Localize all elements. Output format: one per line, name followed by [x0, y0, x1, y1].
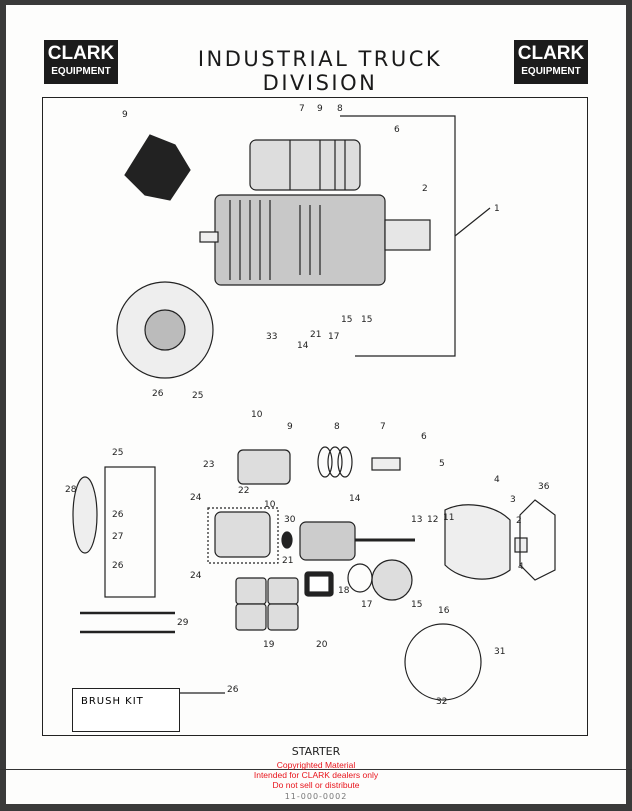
starter-motor-assembled [199, 194, 431, 286]
document-page [6, 5, 626, 804]
drive-housing [444, 504, 511, 580]
diagram-frame [42, 97, 588, 736]
gasket [519, 499, 556, 581]
washer [281, 531, 293, 549]
callout: 21 [310, 330, 322, 340]
through-bolts [80, 611, 175, 634]
callout: 25 [112, 448, 124, 458]
callout: 16 [438, 606, 450, 616]
figure-caption: STARTER [291, 745, 341, 758]
callout: 4 [494, 475, 500, 485]
solenoid-assembled [249, 139, 361, 191]
callout: 10 [251, 410, 263, 420]
callout: 24 [190, 571, 202, 581]
callout: 9 [122, 110, 128, 120]
callout: 12 [427, 515, 439, 525]
assembly-bracket [340, 115, 491, 357]
callout: 8 [337, 104, 343, 114]
callout: 21 [282, 556, 294, 566]
callout: 26 [112, 561, 124, 571]
solenoid [237, 449, 291, 485]
callout: 11 [443, 513, 455, 523]
callout: 2 [422, 184, 428, 194]
callout: 9 [317, 104, 323, 114]
callout: 5 [439, 459, 445, 469]
callout: 9 [287, 422, 293, 432]
callout: 17 [361, 600, 373, 610]
callout: 25 [192, 391, 204, 401]
callout: 36 [538, 482, 550, 492]
callout: 24 [190, 493, 202, 503]
callout: 6 [421, 432, 427, 442]
callout: 27 [112, 532, 124, 542]
callout: 3 [510, 495, 516, 505]
pole-shoes [235, 577, 299, 631]
callout: 14 [349, 494, 361, 504]
callout: 7 [299, 104, 305, 114]
clark-logo-left: CLARK EQUIPMENT [44, 40, 118, 84]
solenoid-cap-view [124, 134, 191, 201]
callout: 33 [266, 332, 278, 342]
drive-assembly [347, 559, 413, 601]
callout: 26 [227, 685, 239, 695]
page-number: 11-000-0002 [284, 792, 348, 801]
callout: 32 [436, 697, 448, 707]
bushing [514, 537, 528, 553]
end-plate-view [116, 281, 214, 379]
callout: 26 [112, 510, 124, 520]
brush-kit-label: BRUSH KIT [81, 696, 144, 707]
callout: 1 [494, 204, 500, 214]
cover-gasket [404, 623, 482, 701]
armature [299, 521, 356, 561]
callout: 15 [341, 315, 353, 325]
callout: 28 [65, 485, 77, 495]
callout: 18 [338, 586, 350, 596]
watermark-line: Do not sell or distribute [272, 780, 360, 790]
callout: 29 [177, 618, 189, 628]
scan-line [0, 769, 632, 770]
callout: 13 [411, 515, 423, 525]
callout: 2 [516, 516, 522, 526]
brush-kit-box: BRUSH KIT [72, 688, 180, 732]
callout: 17 [328, 332, 340, 342]
field-coil [214, 511, 271, 558]
callout: 14 [297, 341, 309, 351]
clark-logo-right: CLARK EQUIPMENT [514, 40, 588, 84]
field-frame-dashed [207, 507, 279, 564]
callout: 26 [152, 389, 164, 399]
watermark-line: Intended for CLARK dealers only [253, 770, 379, 780]
callout: 20 [316, 640, 328, 650]
callout: 15 [361, 315, 373, 325]
callout: 31 [494, 647, 506, 657]
plunger [371, 457, 401, 471]
callout: 10 [264, 500, 276, 510]
callout: 23 [203, 460, 215, 470]
callout: 30 [284, 515, 296, 525]
callout: 15 [411, 600, 423, 610]
callout: 4 [518, 562, 524, 572]
callout: 22 [238, 486, 250, 496]
end-plate [72, 476, 98, 554]
callout: 7 [380, 422, 386, 432]
brush-group-box [104, 466, 156, 598]
callout: 6 [394, 125, 400, 135]
callout: 8 [334, 422, 340, 432]
watermark-line: Copyrighted Material [276, 760, 356, 770]
spring-coils [317, 446, 353, 478]
callout: 19 [263, 640, 275, 650]
page-title: INDUSTRIAL TRUCK DIVISION [197, 47, 443, 95]
